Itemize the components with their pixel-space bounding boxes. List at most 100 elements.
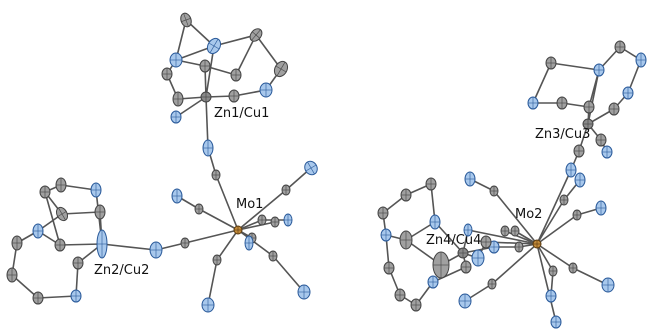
bond-mo1-cm7	[237, 229, 274, 257]
atom-a7	[230, 68, 242, 82]
bond-zn2-b12	[59, 243, 103, 246]
atom-e2	[464, 171, 476, 187]
atom-cm9	[270, 216, 280, 228]
atom-a12	[170, 110, 182, 124]
bond-mo1-cm9	[237, 221, 276, 231]
label-zn4-cu4: Zn4/Cu4	[426, 233, 481, 248]
atom-d9	[608, 102, 620, 116]
atom-om5	[283, 213, 293, 227]
bond-b4-b5	[61, 211, 101, 215]
atom-e5	[595, 200, 607, 216]
bond-cm8-om8	[207, 259, 218, 306]
atom-cm2	[194, 203, 204, 215]
atom-f4	[425, 177, 437, 191]
atom-b9	[32, 291, 44, 305]
atom-b6	[32, 223, 44, 239]
bond-a2-zn1	[205, 45, 215, 98]
atom-cm3	[180, 237, 190, 249]
atom-d12	[573, 144, 585, 158]
bond-zn1-a13	[205, 96, 209, 149]
atom-f13	[460, 260, 472, 274]
atom-e8	[500, 225, 510, 237]
atom-a8	[199, 59, 211, 73]
atom-d7	[583, 100, 595, 114]
atom-e15	[487, 278, 497, 290]
bond-d13-mo2	[536, 169, 572, 245]
atom-e7	[510, 225, 520, 237]
atom-e6	[572, 209, 582, 221]
atom-d3	[593, 63, 605, 77]
atom-b1	[39, 185, 51, 199]
bond-mo2-e11	[536, 243, 574, 269]
atom-om8	[201, 297, 215, 313]
atom-d6	[556, 96, 568, 110]
bond-b9-b10	[37, 295, 77, 299]
label-mo1: Mo1	[236, 197, 263, 212]
bond-mo2-e8	[504, 230, 538, 245]
atom-mo2	[532, 239, 542, 249]
bond-mo2-e6	[536, 214, 578, 245]
bond-d1-d3	[550, 62, 600, 71]
atom-f2	[399, 230, 413, 250]
bond-mo2-e17	[536, 243, 557, 323]
atom-cm5	[257, 214, 267, 226]
atom-cm7	[268, 250, 278, 262]
atom-d8	[622, 86, 634, 100]
bond-mo2-e13	[536, 243, 554, 272]
bond-mo1-cm3	[184, 229, 239, 244]
atom-zn3	[582, 118, 594, 130]
atom-f7	[471, 249, 485, 267]
atom-d11	[601, 145, 613, 159]
atom-d5	[527, 96, 539, 110]
atom-b11	[72, 256, 84, 270]
atom-b2	[55, 177, 67, 193]
label-zn3-cu3: Zn3/Cu3	[535, 127, 590, 142]
atom-e4	[574, 172, 586, 188]
atom-e17	[550, 315, 562, 329]
atom-d13	[565, 162, 577, 178]
label-zn1-cu1: Zn1/Cu1	[214, 106, 269, 121]
bond-mo2-e1	[493, 190, 538, 245]
atom-f8	[380, 228, 392, 242]
atom-b4	[55, 206, 69, 222]
bond-a7-a4	[235, 34, 257, 76]
atom-zn2	[96, 229, 108, 259]
atom-f5	[429, 214, 441, 230]
bond-zn4-f5	[434, 221, 464, 254]
atom-a13	[202, 139, 214, 157]
atom-e13	[548, 265, 558, 277]
bond-mo1-cm8	[216, 229, 239, 261]
label-mo2: Mo2	[515, 207, 542, 222]
atom-e9	[514, 241, 524, 253]
atom-zn4	[457, 247, 469, 259]
atom-a4	[249, 28, 263, 42]
atom-cm1	[211, 169, 221, 181]
atom-f12	[427, 275, 439, 289]
atom-a9	[172, 91, 184, 107]
atom-d4	[635, 52, 647, 68]
atom-om2	[171, 188, 183, 204]
atom-f3	[400, 188, 412, 202]
atom-b10	[70, 289, 82, 303]
atom-om6	[244, 235, 254, 251]
bond-cm7-om7	[272, 255, 305, 293]
atom-zn1	[200, 91, 212, 103]
atom-d2	[614, 40, 626, 54]
atom-f1	[432, 251, 450, 279]
atom-a2	[206, 37, 222, 55]
atom-b3	[90, 182, 102, 198]
bond-f12-f13	[432, 266, 467, 283]
atom-a5	[273, 60, 289, 78]
bond-mo1-cm4	[237, 189, 287, 231]
atom-a10	[161, 67, 173, 81]
atom-cm4	[281, 184, 291, 196]
atom-a3	[169, 52, 183, 68]
atom-d10	[595, 133, 607, 147]
atom-a6	[259, 82, 273, 98]
bond-b12-b1	[44, 191, 61, 246]
atom-b12	[54, 238, 66, 252]
atom-b5	[94, 204, 106, 220]
atom-b8	[6, 267, 18, 283]
bond-mo2-e15	[491, 243, 538, 285]
